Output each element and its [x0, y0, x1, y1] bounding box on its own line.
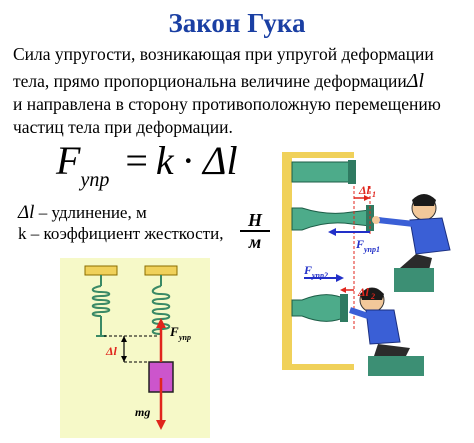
delta2-label: Δl	[357, 285, 370, 299]
definition-delta: Δl – удлинение, м	[18, 202, 147, 224]
ceiling-right	[144, 265, 178, 276]
spring-delta-label: Δl	[105, 344, 118, 358]
force1-subscript: упр1	[363, 245, 380, 254]
formula-force: F	[56, 138, 81, 183]
delta1-subscript: 1	[372, 190, 376, 199]
spring-left	[91, 285, 111, 317]
base-top	[394, 268, 434, 292]
compressed-rod	[291, 294, 345, 322]
fraction-bar	[240, 230, 270, 232]
definition-delta-text: – удлинение, м	[34, 203, 147, 222]
unit-numerator: Н	[247, 210, 262, 230]
wall-bottom	[292, 364, 354, 370]
rod-deformation-diagram: Δl 1 F упр1 F упр2 Δl 2	[282, 150, 474, 380]
formula-force-subscript: упр	[80, 169, 110, 191]
weight-down-arrow	[156, 420, 166, 430]
base-bottom	[368, 356, 424, 376]
delta1-label: Δl	[358, 183, 371, 197]
unit-denominator: м	[248, 232, 262, 252]
force1-label: F	[355, 237, 364, 251]
spring-force-subscript: упр	[178, 333, 191, 342]
person-top-body	[409, 217, 451, 255]
force1-arrow	[328, 228, 336, 236]
ceiling-left	[84, 265, 118, 276]
page-title: Закон Гука	[168, 8, 306, 38]
force2-arrow	[336, 274, 344, 282]
paragraph-line-3: и направлена в сторону противоположную п…	[13, 94, 441, 114]
spring-force-label: F	[169, 324, 179, 339]
paragraph-line-4: частиц тела при деформации.	[13, 117, 233, 137]
paragraph-line-1: Сила упругости, возникающая при упругой …	[13, 44, 434, 64]
force-up-arrow	[156, 318, 166, 328]
formula-dot: ·	[181, 138, 195, 183]
spring-right	[151, 285, 171, 335]
definition-k: k – коэффициент жесткости,	[18, 224, 224, 243]
paragraph-line-2: тела, прямо пропорциональна величине деф…	[13, 70, 424, 93]
person-bottom-body	[365, 309, 401, 345]
spring-diagram: Δl F упр mg	[60, 258, 210, 438]
paragraph-line-2-text: тела, прямо пропорциональна величине деф…	[13, 71, 407, 91]
formula-k: k	[155, 138, 174, 183]
rod-diagram-svg: Δl 1 F упр1 F упр2 Δl 2	[282, 152, 451, 376]
stretched-rod	[291, 207, 371, 231]
spring-diagram-svg: Δl F упр mg	[84, 265, 191, 430]
hooke-formula: Fупр =k·Δl	[56, 137, 238, 191]
delta-l-symbol: Δl	[406, 70, 425, 92]
force2-subscript: упр2	[311, 271, 328, 280]
unit-fraction: Н м	[240, 211, 270, 251]
formula-equals: =	[125, 138, 148, 183]
wall-left	[282, 152, 292, 370]
spring-weight-label: mg	[135, 405, 150, 419]
force2-label: F	[303, 263, 312, 277]
wall-top	[292, 152, 354, 158]
definition-delta-symbol: Δl	[18, 202, 35, 223]
delta2-subscript: 2	[370, 292, 375, 301]
formula-delta: Δl	[202, 138, 238, 183]
